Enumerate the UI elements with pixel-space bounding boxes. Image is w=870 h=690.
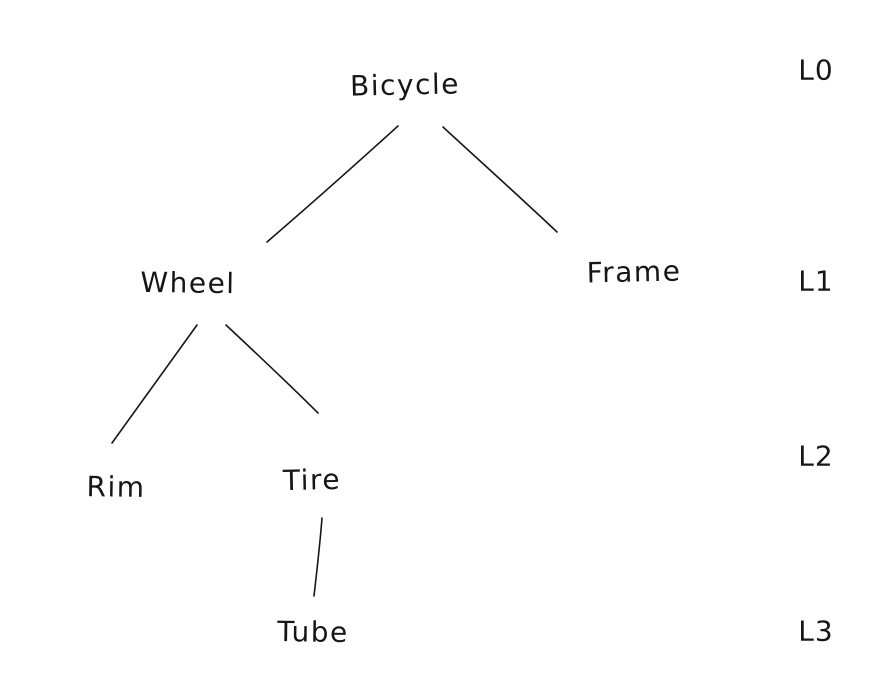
node-tube: Tube: [276, 615, 350, 649]
edge-bicycle-wheel: [266, 125, 399, 243]
edge-bicycle-frame: [442, 126, 558, 233]
edge-tire-tube: [313, 517, 323, 597]
node-rim: Rim: [86, 470, 146, 504]
level-label-l0: L0: [798, 53, 834, 87]
node-bicycle: Bicycle: [349, 67, 461, 103]
level-label-l3: L3: [798, 614, 834, 648]
node-wheel: Wheel: [140, 265, 236, 301]
level-label-l1: L1: [798, 264, 834, 298]
node-frame: Frame: [586, 254, 682, 290]
node-tire: Tire: [282, 462, 342, 498]
level-label-l2: L2: [798, 439, 834, 473]
edge-wheel-tire: [225, 324, 319, 414]
edge-wheel-rim: [111, 324, 198, 444]
